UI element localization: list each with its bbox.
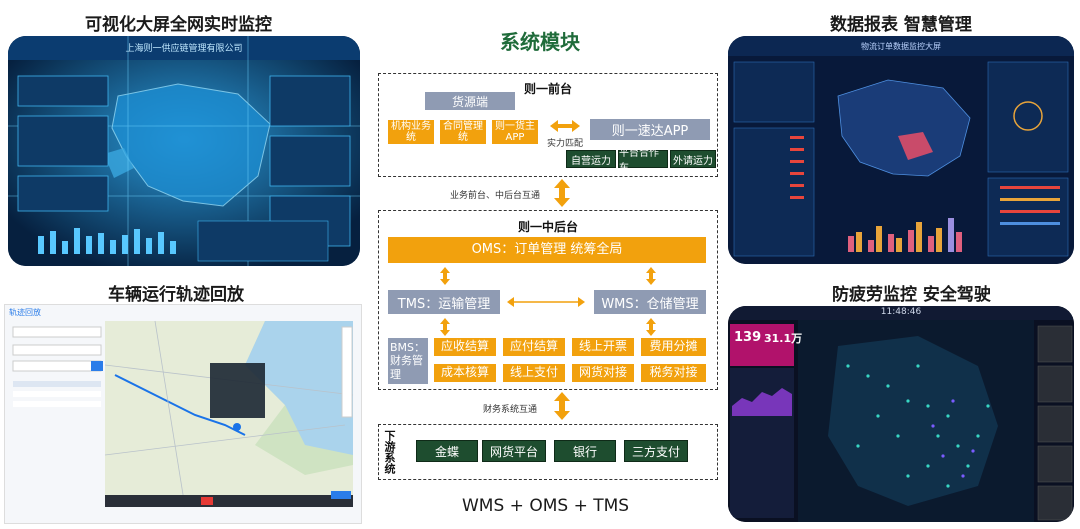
middle-label: 则一中后台 (517, 220, 578, 234)
downstream-item-3: 银行 (554, 440, 616, 462)
downstream-label: 下游系统 (383, 430, 396, 474)
track-heading: 车辆运行轨迹回放 (108, 285, 244, 305)
downstream-item-4: 三方支付 (624, 440, 688, 462)
downstream-item-1: 金蝶 (416, 440, 478, 462)
finance-item-1: 应收结算 (434, 338, 496, 356)
capacity-item-2: 平台合作车 (618, 148, 668, 174)
tms-wms-arrow-icon (507, 297, 585, 307)
fatigue-stat-2: 31.1万 (764, 332, 803, 345)
link-arrow-icon-2 (554, 392, 570, 420)
capacity-item-3: 外请运力 (670, 150, 716, 168)
middle-section (378, 210, 718, 390)
track-screen-title: 轨迹回放 (9, 308, 41, 317)
wms-box: WMS：仓储管理 (594, 290, 706, 314)
report-screen-title: 物流订单数据监控大屏 (861, 42, 941, 51)
wms-bms-arrow-icon (646, 318, 656, 336)
finance-item-5: 成本核算 (434, 364, 496, 382)
oms-wms-arrow-icon (646, 267, 656, 285)
finance-item-7: 网货对接 (572, 364, 634, 382)
link-arrow-icon-1 (554, 179, 570, 207)
oms-box: OMS：订单管理 统筹全局 (388, 237, 706, 263)
fatigue-time: 11:48:46 (880, 307, 922, 317)
fatigue-stat-1: 139 (734, 330, 762, 345)
footer-title: WMS + OMS + TMS (462, 496, 630, 516)
capacity-item-1: 自营运力 (566, 150, 616, 168)
link1-label: 业务前台、中后台互通 (450, 191, 541, 201)
fatigue-heading: 防疲劳监控 安全驾驶 (832, 285, 991, 305)
source-box: 货源端 (425, 92, 515, 110)
monitor-screenshot: 上海则一供应链管理有限公司 (8, 36, 360, 266)
finance-item-3: 线上开票 (572, 338, 634, 356)
oms-tms-arrow-icon (440, 267, 450, 285)
match-arrow-icon (550, 120, 580, 132)
tms-bms-arrow-icon (440, 318, 450, 336)
finance-item-6: 线上支付 (503, 364, 565, 382)
bms-box: BMS：财务管理 (388, 338, 428, 384)
downstream-section (378, 424, 718, 480)
link2-label: 财务系统互通 (483, 405, 538, 415)
monitor-heading: 可视化大屏全网实时监控 (85, 15, 272, 35)
monitor-screen-title: 上海则一供应链管理有限公司 (125, 44, 243, 54)
finance-item-8: 税务对接 (641, 364, 706, 382)
track-screenshot: 轨迹回放 (4, 304, 362, 524)
match-label: 实力匹配 (547, 139, 584, 149)
report-screenshot: 物流订单数据监控大屏 (728, 36, 1074, 264)
tms-box: TMS：运输管理 (388, 290, 500, 314)
finance-item-4: 费用分摊 (641, 338, 706, 356)
app-box: 则一速达APP (590, 119, 710, 140)
report-heading: 数据报表 智慧管理 (830, 15, 972, 35)
front-section (378, 73, 718, 177)
front-label: 则一前台 (523, 82, 572, 96)
source-item-1: 机构业务统 (388, 120, 434, 144)
fatigue-screenshot: 11:48:46 139 31.1万 (728, 306, 1074, 522)
center-title: 系统模块 (500, 30, 580, 54)
finance-item-2: 应付结算 (503, 338, 565, 356)
downstream-item-2: 网货平台 (482, 440, 546, 462)
source-item-2: 合同管理统 (440, 120, 486, 144)
source-item-3: 则一货主APP (492, 120, 538, 144)
